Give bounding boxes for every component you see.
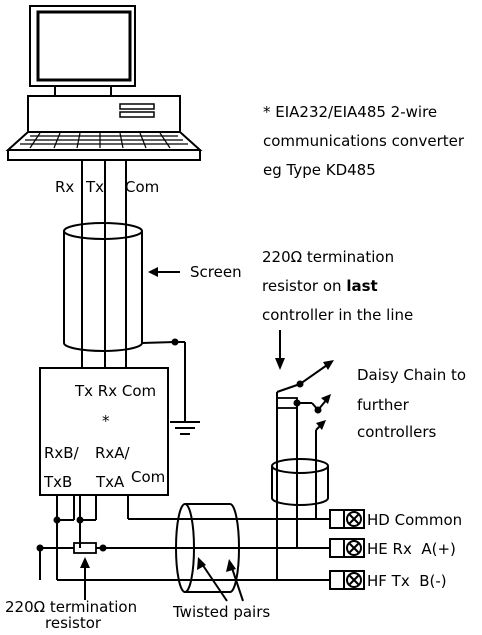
converter-box: Tx Rx Com * RxB/ RxA/ TxB TxA Com — [39, 367, 169, 496]
terminal-block: HD Common HE Rx A(+) HF Tx B(-) — [329, 509, 462, 590]
converter-rxa: RxA/ — [95, 444, 131, 462]
pc-rx-label: Rx — [55, 178, 74, 196]
terminal-hf-label: HF Tx B(-) — [367, 572, 447, 590]
termination-last-line2: resistor on last — [262, 277, 378, 295]
terminal-he: HE Rx A(+) — [329, 538, 456, 558]
converter-note: * EIA232/EIA485 2-wire communications co… — [263, 103, 465, 179]
terminal-hd-label: HD Common — [367, 511, 462, 529]
converter-com: Com — [131, 468, 165, 486]
termination-last-label: 220Ω termination resistor on last contro… — [262, 248, 413, 324]
daisy-chain-line3: controllers — [357, 423, 437, 441]
converter-txb: TxB — [43, 473, 72, 491]
daisy-chain-wiring — [271, 330, 334, 581]
converter-note-line3: eg Type KD485 — [263, 161, 376, 179]
daisy-chain-line1: Daisy Chain to — [357, 366, 466, 384]
pc-cable — [63, 160, 200, 435]
daisy-chain-line2: further — [357, 396, 410, 414]
converter-top-label: Tx Rx Com — [74, 382, 156, 400]
terminal-he-label: HE Rx A(+) — [367, 540, 456, 558]
termination-last-line3: controller in the line — [262, 306, 413, 324]
termination-bottom-line1: 220Ω termination — [5, 598, 137, 616]
termination-last-line1: 220Ω termination — [262, 248, 394, 266]
converter-note-line1: * EIA232/EIA485 2-wire — [263, 103, 437, 121]
bus-wiring — [36, 495, 330, 602]
converter-note-line2: communications converter — [263, 132, 465, 150]
converter-txa: TxA — [95, 473, 125, 491]
converter-star: * — [102, 412, 110, 430]
terminal-hf: HF Tx B(-) — [329, 570, 447, 590]
computer-icon — [5, 5, 203, 161]
pc-tx-label: Tx — [85, 178, 104, 196]
pc-com-label: Com — [125, 178, 159, 196]
converter-rxb: RxB/ — [44, 444, 80, 462]
screen-pointer: Screen — [148, 263, 242, 281]
terminal-hd: HD Common — [329, 509, 462, 529]
screen-label: Screen — [190, 263, 242, 281]
termination-bottom-line2: resistor — [45, 614, 102, 631]
twisted-pairs-label: Twisted pairs — [172, 603, 270, 621]
daisy-chain-label: Daisy Chain to further controllers — [357, 366, 466, 441]
